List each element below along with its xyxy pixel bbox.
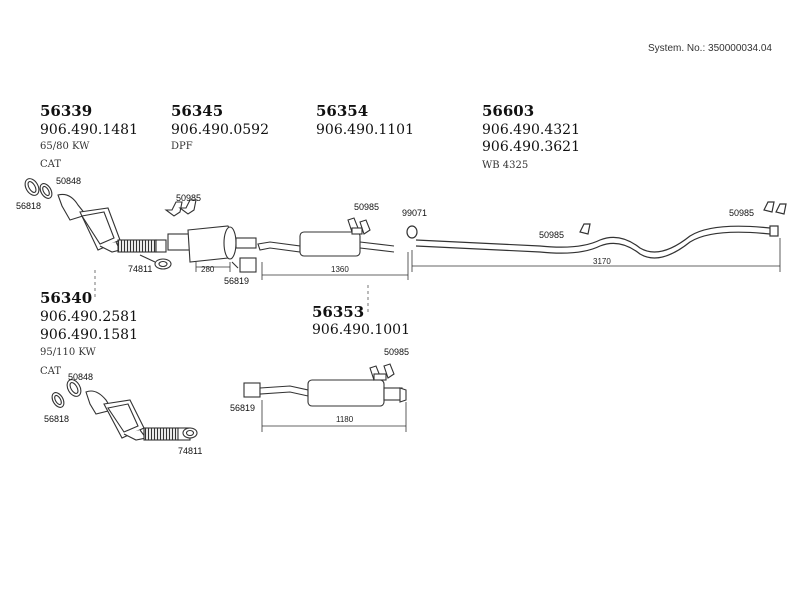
part-number: 906.490.1001 (312, 322, 410, 338)
part-number: 906.490.1581 (40, 327, 138, 343)
callout-label: 74811 (128, 264, 153, 274)
callout-label: 50985 (729, 208, 755, 218)
catalyst-56339 (24, 178, 172, 270)
dimension-label: 280 (201, 265, 215, 274)
wheelbase-spec: WB 4325 (482, 160, 529, 171)
power-spec: 65/80 KW (40, 141, 90, 152)
assembly-code-56339: 56339 (40, 102, 93, 120)
middle-silencer-56354 (257, 217, 395, 257)
dim-3170-line (411, 238, 781, 272)
dim-1360-line (261, 252, 409, 280)
assembly-code-56340: 56340 (40, 289, 93, 307)
catalyst-56340 (51, 379, 198, 441)
part-number: 906.490.2581 (40, 309, 138, 325)
callout-label: 50848 (56, 176, 82, 186)
part-number: 906.490.1101 (316, 122, 414, 138)
dimension-label: 1180 (336, 415, 354, 424)
power-spec: 95/110 KW (40, 347, 96, 358)
callout-label: 74811 (178, 446, 203, 456)
part-type: CAT (40, 159, 61, 170)
callout-label: 50848 (68, 372, 94, 382)
assembly-code-56603: 56603 (482, 102, 535, 120)
part-type: DPF (171, 141, 193, 152)
dimension-label: 3170 (593, 257, 611, 266)
callout-label: 56819 (230, 403, 256, 413)
part-number: 906.490.0592 (171, 122, 269, 138)
dim-1180-line (261, 400, 407, 432)
callout-label: 50985 (176, 193, 202, 203)
callout-label: 56819 (224, 276, 250, 286)
separator-dashes (94, 270, 369, 315)
assembly-code-56345: 56345 (171, 102, 224, 120)
callout-label: 50985 (384, 347, 410, 357)
callout-label: 99071 (402, 208, 428, 218)
system-number: System. No.: 350000034.04 (648, 43, 772, 54)
rear-silencer-56353 (243, 363, 407, 407)
callout-label: 50985 (539, 230, 565, 240)
assembly-code-56354: 56354 (316, 102, 369, 120)
callout-label: 56818 (16, 201, 42, 211)
dimension-label: 1360 (331, 265, 349, 274)
rear-pipe-56603 (406, 201, 787, 259)
part-number: 906.490.1481 (40, 122, 138, 138)
callout-label: 56818 (44, 414, 70, 424)
part-number: 906.490.4321 (482, 122, 580, 138)
part-type: CAT (40, 366, 61, 377)
dpf-56345 (164, 199, 257, 273)
dim-280-line (195, 262, 231, 272)
assembly-code-56353: 56353 (312, 303, 365, 321)
part-number: 906.490.3621 (482, 139, 580, 155)
callout-label: 50985 (354, 202, 380, 212)
